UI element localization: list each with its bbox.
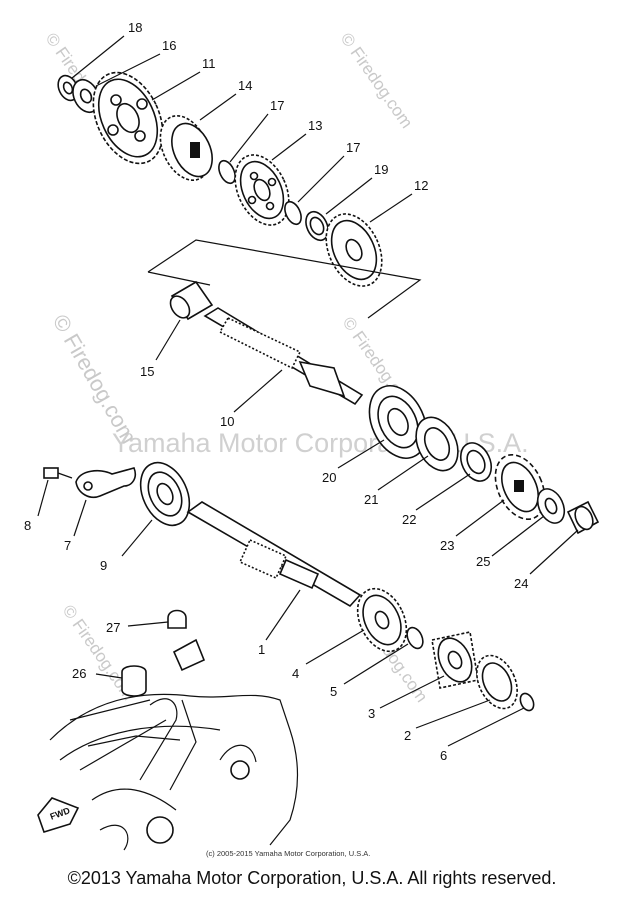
watermark-yamaha: Yamaha Motor Corporation, U.S.A. bbox=[112, 428, 529, 458]
label-23: 23 bbox=[440, 538, 454, 553]
nut-24 bbox=[566, 500, 600, 535]
circlip-17b bbox=[284, 200, 302, 226]
label-19: 19 bbox=[374, 162, 388, 177]
label-13: 13 bbox=[308, 118, 322, 133]
washer-16 bbox=[72, 78, 100, 114]
label-3: 3 bbox=[368, 706, 375, 721]
sprocket-23 bbox=[494, 454, 546, 520]
label-20: 20 bbox=[322, 470, 336, 485]
gear-2 bbox=[476, 654, 518, 710]
bearing-9 bbox=[139, 461, 191, 527]
label-17a: 17 bbox=[270, 98, 284, 113]
washer-19 bbox=[305, 210, 329, 242]
label-9: 9 bbox=[100, 558, 107, 573]
label-8: 8 bbox=[24, 518, 31, 533]
part-labels: 18 16 11 14 17 13 17 19 12 15 10 20 21 2… bbox=[24, 20, 528, 763]
gear-3 bbox=[431, 631, 479, 689]
group-bracket bbox=[147, 239, 422, 319]
bushing-15 bbox=[169, 280, 214, 321]
watermark-firedog-top-right: © Firedog.com bbox=[337, 29, 417, 131]
label-5: 5 bbox=[330, 684, 337, 699]
label-10: 10 bbox=[220, 414, 234, 429]
label-7: 7 bbox=[64, 538, 71, 553]
collar-22 bbox=[459, 442, 493, 482]
gear-4 bbox=[356, 587, 408, 653]
crankcase-outline bbox=[49, 693, 299, 851]
gear-12 bbox=[325, 213, 383, 287]
label-12: 12 bbox=[414, 178, 428, 193]
small-copyright: (c) 2005-2015 Yamaha Motor Corporation, … bbox=[206, 849, 370, 858]
drive-axle-1 bbox=[186, 501, 362, 608]
watermark-firedog-left: © Firedog.com bbox=[48, 310, 142, 448]
circlip-6 bbox=[519, 692, 535, 712]
label-17b: 17 bbox=[346, 140, 360, 155]
label-15: 15 bbox=[140, 364, 154, 379]
label-14: 14 bbox=[238, 78, 252, 93]
label-11: 11 bbox=[202, 56, 216, 71]
copyright-footer: ©2013 Yamaha Motor Corporation, U.S.A. A… bbox=[67, 868, 557, 888]
gear-14 bbox=[159, 115, 213, 181]
label-1: 1 bbox=[258, 642, 265, 657]
label-4: 4 bbox=[292, 666, 299, 681]
bracket-clip bbox=[172, 638, 206, 672]
lock-washer-25 bbox=[536, 488, 566, 524]
label-18: 18 bbox=[128, 20, 142, 35]
bolt-8 bbox=[43, 467, 73, 479]
label-21: 21 bbox=[364, 492, 378, 507]
clip-26 bbox=[121, 665, 147, 697]
label-16: 16 bbox=[162, 38, 176, 53]
main-axle-10 bbox=[203, 307, 364, 406]
gear-13 bbox=[234, 154, 290, 226]
label-24: 24 bbox=[514, 576, 528, 591]
label-25: 25 bbox=[476, 554, 490, 569]
circlip-17a bbox=[218, 159, 236, 185]
label-22: 22 bbox=[402, 512, 416, 527]
label-27: 27 bbox=[106, 620, 120, 635]
label-2: 2 bbox=[404, 728, 411, 743]
label-26: 26 bbox=[72, 666, 86, 681]
plate-7 bbox=[75, 467, 137, 498]
fwd-arrow: FWD bbox=[37, 797, 80, 833]
leader-lines bbox=[37, 35, 579, 771]
cap-27 bbox=[167, 609, 187, 629]
circlip-5 bbox=[406, 626, 424, 650]
gear-11 bbox=[92, 71, 164, 165]
label-6: 6 bbox=[440, 748, 447, 763]
